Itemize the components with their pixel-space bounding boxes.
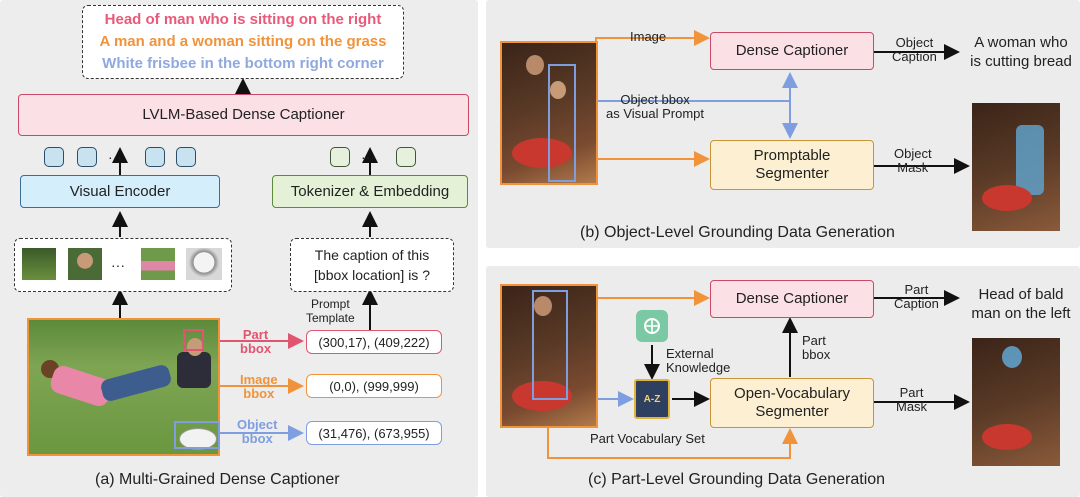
panel-a-title: (a) Multi-Grained Dense Captioner (95, 471, 340, 488)
output-caption-b: A woman who is cutting bread (970, 34, 1072, 70)
open-vocabulary-segmenter: Open-Vocabulary Segmenter (710, 378, 874, 428)
external-knowledge-logo-icon (636, 310, 668, 342)
segmentation-mask (1016, 125, 1044, 195)
tokenizer-embedding: Tokenizer & Embedding (272, 175, 468, 208)
external-knowledge-label: External Knowledge (666, 346, 731, 375)
prompt-text: The caption of this [bbox location] is ? (314, 247, 430, 283)
caption-object: White frisbee in the bottom right corner (102, 55, 384, 72)
crop-thumbnail-scene (22, 248, 56, 280)
crop-thumbnail-frisbee (186, 248, 222, 280)
prompt-template-label: Prompt Template (306, 297, 355, 325)
part-bbox-label: Part bbox (240, 327, 272, 356)
crop-thumbnail-woman (141, 248, 175, 280)
visual-token (145, 147, 165, 167)
vocabulary-book-icon: A-Z (634, 379, 670, 419)
prompt-template-box: The caption of this [bbox location] is ? (290, 238, 454, 292)
crops-ellipsis: ··· (111, 257, 125, 273)
object-bbox-prompt-label: Object bbox as Visual Prompt (606, 92, 705, 121)
woman-legs (99, 363, 173, 403)
panel-c-input-photo (500, 284, 598, 428)
cake (512, 381, 572, 411)
bald-head (534, 296, 552, 316)
part-bbox-overlay (183, 329, 204, 351)
part-bbox-overlay-c (532, 290, 568, 400)
part-vocabulary-label: Part Vocabulary Set (590, 431, 705, 446)
promptable-segmenter: Promptable Segmenter (710, 140, 874, 190)
part-bbox-label-c: Part bbox (802, 333, 831, 362)
visual-token (176, 147, 196, 167)
cake (982, 185, 1032, 211)
part-bbox-coords: (300,17), (409,222) (306, 330, 442, 354)
caption-part: Head of man who is sitting on the right (104, 11, 382, 28)
object-mask-label: Object Mask (894, 146, 932, 175)
cake (512, 138, 572, 168)
input-photo-park (27, 318, 220, 456)
output-caption-c: Head of bald man on the left (971, 286, 1071, 322)
part-caption-label: Part Caption (894, 282, 939, 311)
text-token (396, 147, 416, 167)
cake (982, 424, 1032, 450)
man-figure (177, 352, 211, 388)
knot-icon (644, 318, 660, 334)
object-bbox-coords: (31,476), (673,955) (306, 421, 442, 445)
visual-token (77, 147, 97, 167)
head-mask (1002, 346, 1022, 368)
person-head (526, 55, 544, 75)
text-token (330, 147, 350, 167)
visual-token-ellipsis: ··· (108, 149, 122, 165)
visual-token (44, 147, 64, 167)
generated-captions-box: Head of man who is sitting on the right … (82, 5, 404, 79)
part-mask-output (972, 338, 1060, 466)
image-label: Image (630, 29, 667, 44)
panel-b-title: (b) Object-Level Grounding Data Generati… (580, 224, 895, 241)
woman-head (550, 81, 566, 99)
lvlm-dense-captioner: LVLM-Based Dense Captioner (18, 94, 469, 136)
object-bbox-overlay (174, 421, 220, 449)
panel-c-title: (c) Part-Level Grounding Data Generation (588, 471, 886, 488)
text-token-ellipsis: ··· (361, 149, 375, 165)
caption-image: A man and a woman sitting on the grass (99, 33, 387, 50)
image-bbox-coords: (0,0), (999,999) (306, 374, 442, 398)
image-bbox-label: Image bbox (240, 372, 278, 401)
dense-captioner-c: Dense Captioner (710, 280, 874, 318)
dense-captioner-b: Dense Captioner (710, 32, 874, 70)
object-bbox-label: Object bbox (237, 417, 278, 446)
object-mask-output (972, 103, 1060, 231)
part-mask-label: Part Mask (896, 385, 928, 414)
crop-thumbnail-head (68, 248, 102, 280)
book-text: A-Z (643, 393, 661, 405)
frisbee (179, 428, 217, 450)
man-head (187, 338, 203, 356)
object-caption-label: Object Caption (892, 35, 937, 64)
object-bbox-overlay-b (548, 64, 576, 182)
visual-encoder: Visual Encoder (20, 175, 220, 208)
